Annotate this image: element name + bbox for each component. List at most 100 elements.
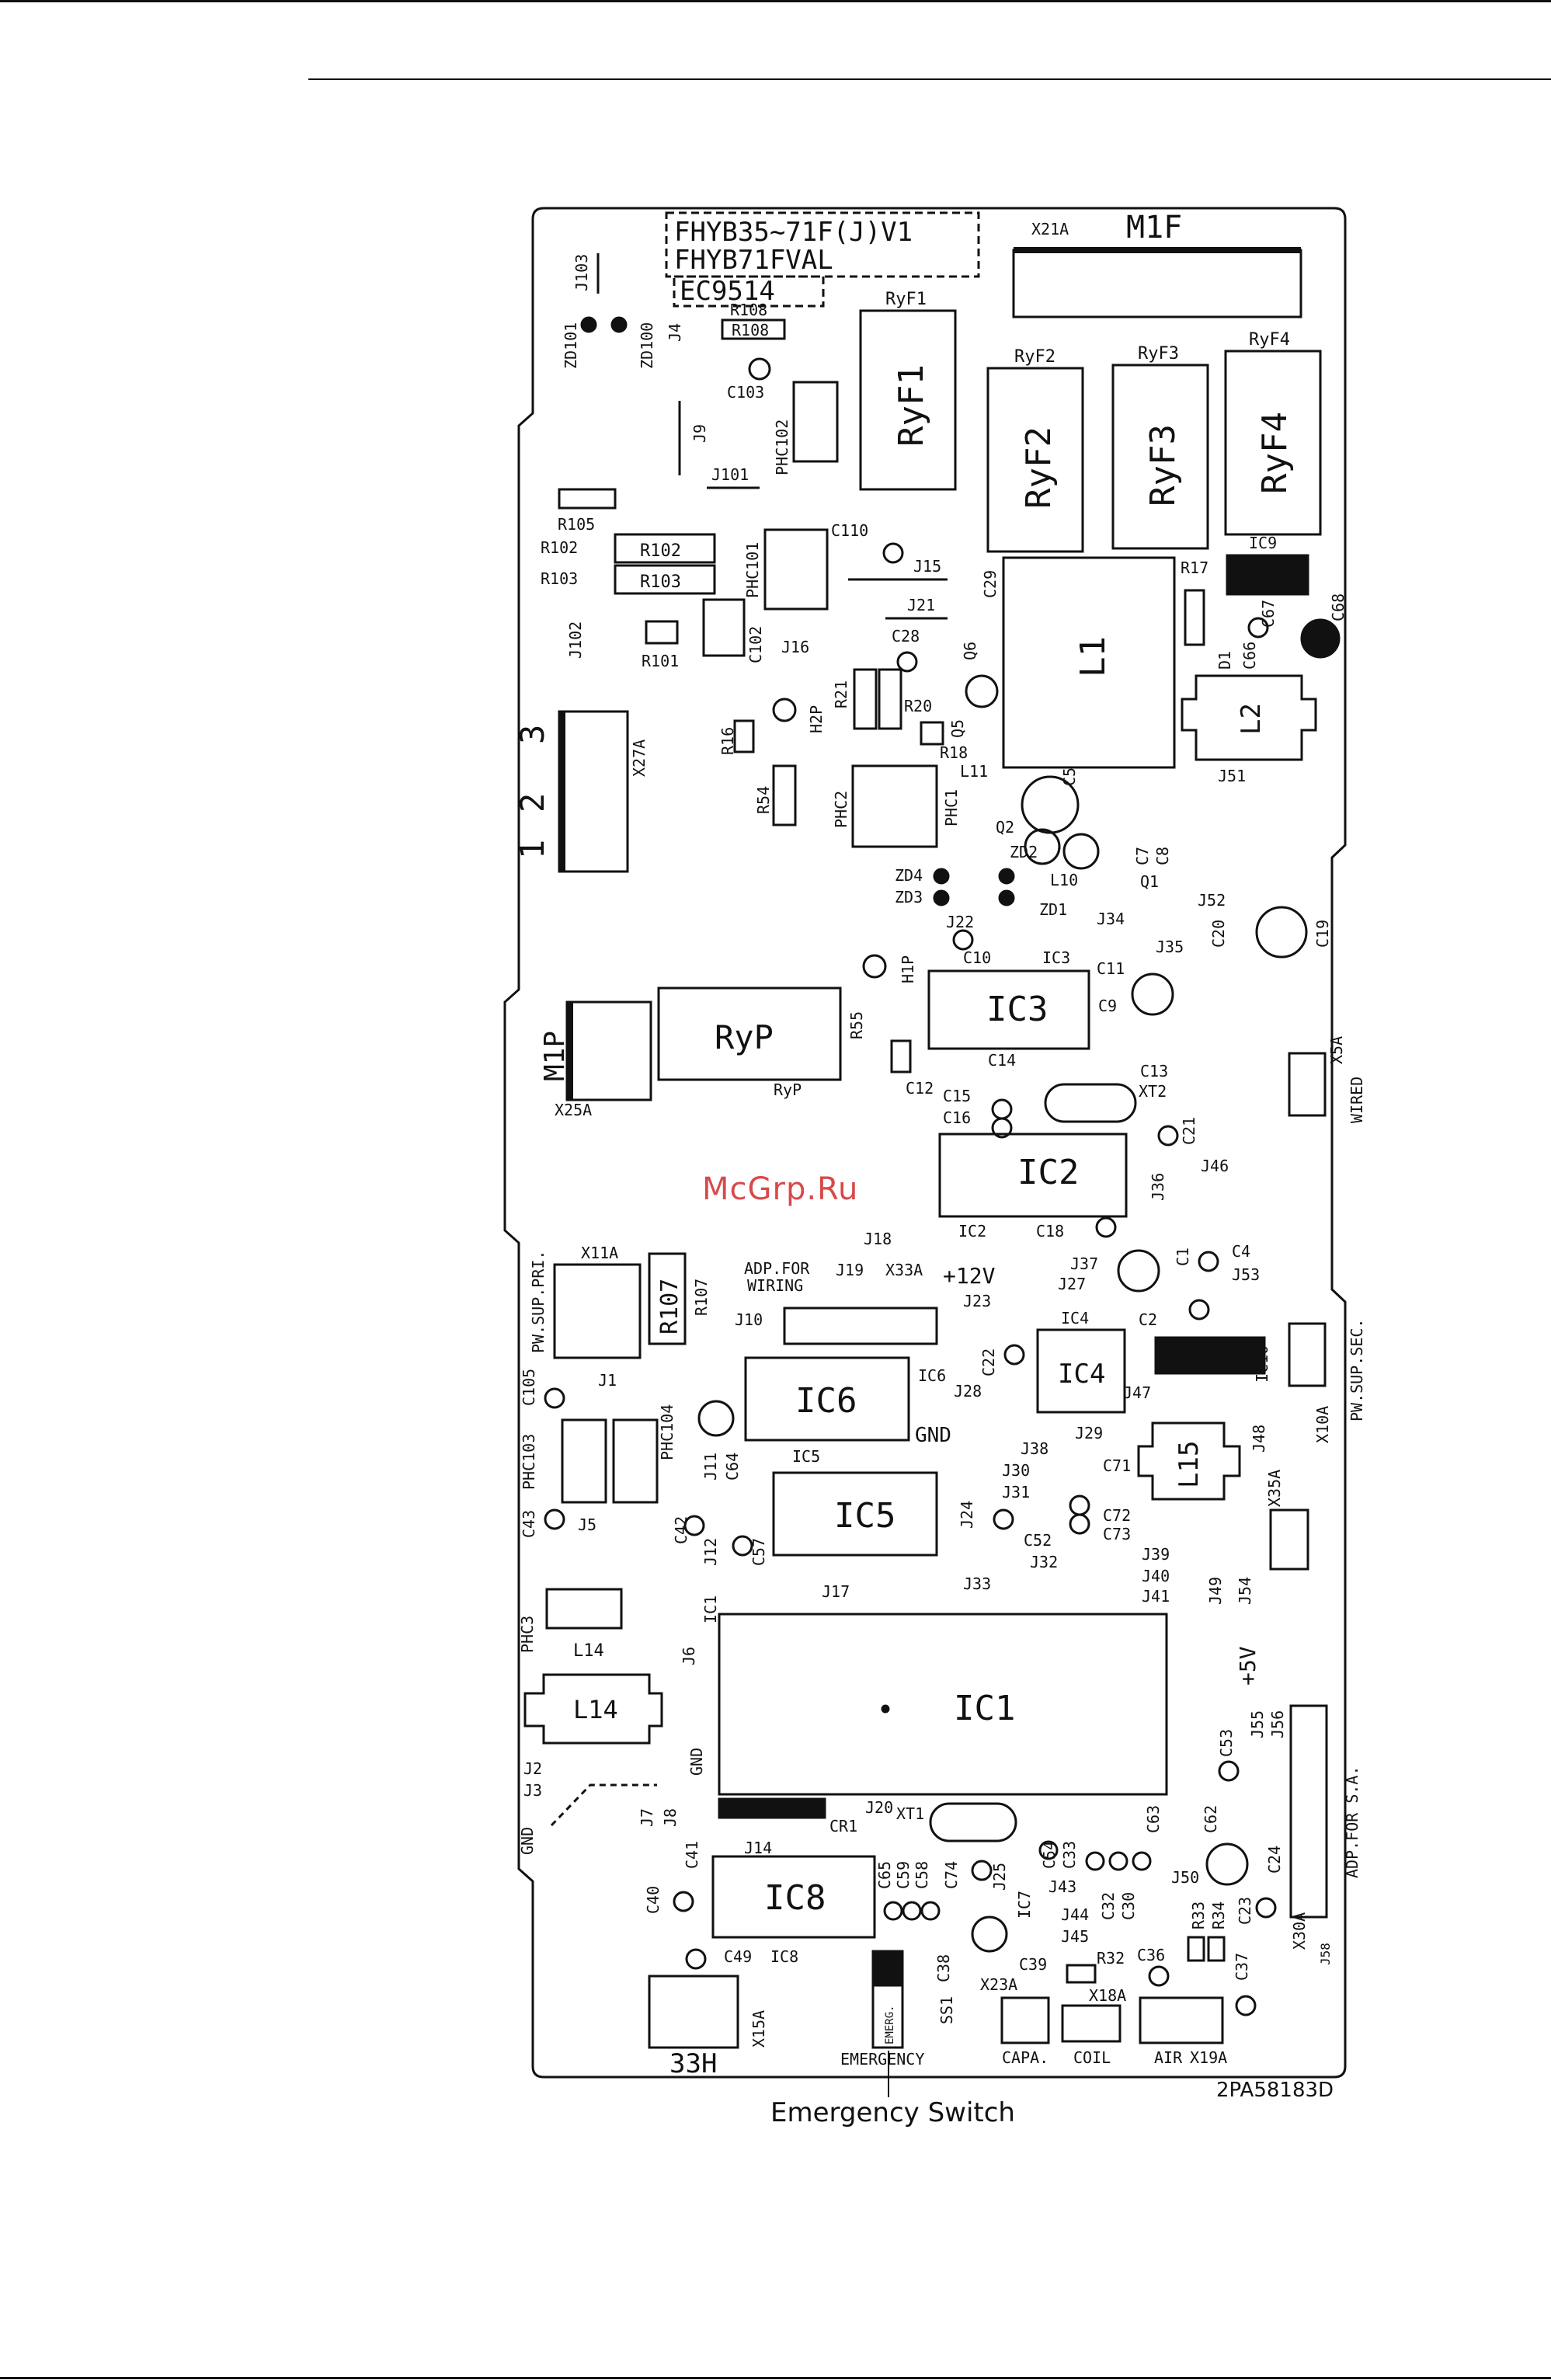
label-r17: R17 <box>1181 558 1208 577</box>
resistor-r108 <box>721 318 786 340</box>
label-phc101: PHC101 <box>743 542 762 598</box>
cap-c32 <box>1108 1851 1128 1871</box>
label-c71: C71 <box>1103 1456 1131 1475</box>
cap-c74 <box>971 1860 993 1881</box>
label-x21a: X21A <box>1031 220 1069 238</box>
label-c11: C11 <box>1097 959 1125 978</box>
label-emerg: EMERG. <box>884 2005 896 2044</box>
label-c15: C15 <box>943 1087 971 1105</box>
label-l1: L1 <box>1073 636 1113 677</box>
label-coil: COIL <box>1073 2048 1111 2067</box>
cap-c52 <box>993 1508 1014 1530</box>
label-j18: J18 <box>864 1230 892 1248</box>
label-j32: J32 <box>1030 1553 1058 1571</box>
connector-coil <box>1061 2004 1122 2043</box>
label-ic3: IC3 <box>986 990 1048 1029</box>
label-j102: J102 <box>566 621 585 659</box>
label-j12: J12 <box>701 1538 720 1566</box>
label-plus12v: +12V <box>943 1263 996 1289</box>
label-j49: J49 <box>1206 1577 1225 1605</box>
label-cr1: CR1 <box>829 1817 857 1835</box>
label-phc3: PHC3 <box>518 1616 537 1653</box>
bottom-rule <box>0 2377 1551 2379</box>
cap-c37 <box>1235 1995 1257 2016</box>
label-x15a: X15A <box>749 2010 768 2048</box>
label-x25a: X25A <box>555 1101 592 1119</box>
label-d1: D1 <box>1215 651 1234 670</box>
resistor-r20 <box>878 668 902 730</box>
cap-c28 <box>896 651 918 673</box>
inductor-l2 <box>1181 674 1317 761</box>
label-j47: J47 <box>1123 1383 1151 1402</box>
label-c102: C102 <box>746 626 765 663</box>
label-j54: J54 <box>1236 1577 1254 1605</box>
label-zd1: ZD1 <box>1039 900 1067 919</box>
label-gnd-left: GND <box>518 1827 537 1855</box>
label-j31: J31 <box>1002 1483 1030 1501</box>
ic5 <box>772 1471 938 1557</box>
label-wiring: WIRING <box>747 1276 803 1295</box>
label-j19: J19 <box>836 1261 864 1279</box>
inductor-l1 <box>1002 556 1176 769</box>
label-j34: J34 <box>1097 910 1125 928</box>
label-c65: C65 <box>875 1861 894 1889</box>
label-j3: J3 <box>523 1781 542 1800</box>
label-r54: R54 <box>754 786 773 814</box>
label-c12: C12 <box>906 1079 934 1098</box>
zener-zd100 <box>610 316 628 333</box>
model-line-2: FHYB71FVAL <box>674 245 833 276</box>
label-r103-in: R103 <box>640 572 681 592</box>
label-emergency: EMERGENCY <box>840 2050 924 2069</box>
label-zd100: ZD100 <box>638 322 656 369</box>
label-c105: C105 <box>520 1369 538 1406</box>
label-c33: C33 <box>1060 1841 1079 1869</box>
relay-ryp <box>657 986 842 1081</box>
label-j45: J45 <box>1061 1927 1089 1946</box>
label-c40: C40 <box>644 1886 662 1914</box>
label-c8: C8 <box>1153 847 1172 865</box>
resistor-r34 <box>1207 1936 1226 1962</box>
zener-zd2-dot <box>998 868 1015 885</box>
label-x18a: X18A <box>1089 1986 1126 2005</box>
label-c32: C32 <box>1099 1892 1118 1920</box>
label-m1p: M1P <box>539 1031 571 1081</box>
zener-zd101 <box>580 316 597 333</box>
label-r108-top: R108 <box>730 301 767 319</box>
phc2 <box>851 764 938 848</box>
label-ic2-bottom: IC2 <box>958 1222 986 1240</box>
ic2 <box>938 1133 1128 1218</box>
label-q6: Q6 <box>961 642 979 660</box>
connector-x27a <box>558 710 629 873</box>
cap-c40 <box>673 1891 694 1912</box>
label-x5a: X5A <box>1327 1036 1346 1064</box>
cap-c42 <box>683 1515 705 1536</box>
model-box <box>665 211 980 278</box>
cap-c4 <box>1198 1251 1219 1272</box>
label-ic6: IC6 <box>795 1381 857 1421</box>
label-j58: J58 <box>1318 1943 1333 1965</box>
phc103 <box>561 1418 607 1504</box>
cap-c15 <box>991 1098 1013 1120</box>
label-j56: J56 <box>1268 1710 1287 1738</box>
label-x33a: X33A <box>885 1261 923 1279</box>
label-c21: C21 <box>1180 1117 1198 1145</box>
label-x19a: X19A <box>1190 2048 1227 2067</box>
label-c9: C9 <box>1098 997 1117 1015</box>
label-c52: C52 <box>1024 1531 1052 1550</box>
label-r101: R101 <box>642 652 679 670</box>
cap-c9 <box>1131 973 1174 1016</box>
label-ryf3: RyF3 <box>1143 424 1183 506</box>
label-ryf2: RyF2 <box>1019 426 1059 509</box>
label-c18: C18 <box>1036 1222 1064 1240</box>
label-ic7: IC7 <box>1015 1891 1034 1919</box>
zener-zd3 <box>933 889 950 906</box>
resistor-r54 <box>772 764 797 826</box>
label-c66: C66 <box>1240 642 1259 670</box>
label-j5: J5 <box>578 1515 596 1534</box>
label-j29: J29 <box>1075 1424 1103 1442</box>
cap-c23 <box>1255 1897 1277 1919</box>
label-j7: J7 <box>638 1808 656 1827</box>
label-c1: C1 <box>1174 1247 1192 1266</box>
label-wired: WIRED <box>1348 1077 1366 1123</box>
resistor-r107 <box>648 1252 687 1345</box>
